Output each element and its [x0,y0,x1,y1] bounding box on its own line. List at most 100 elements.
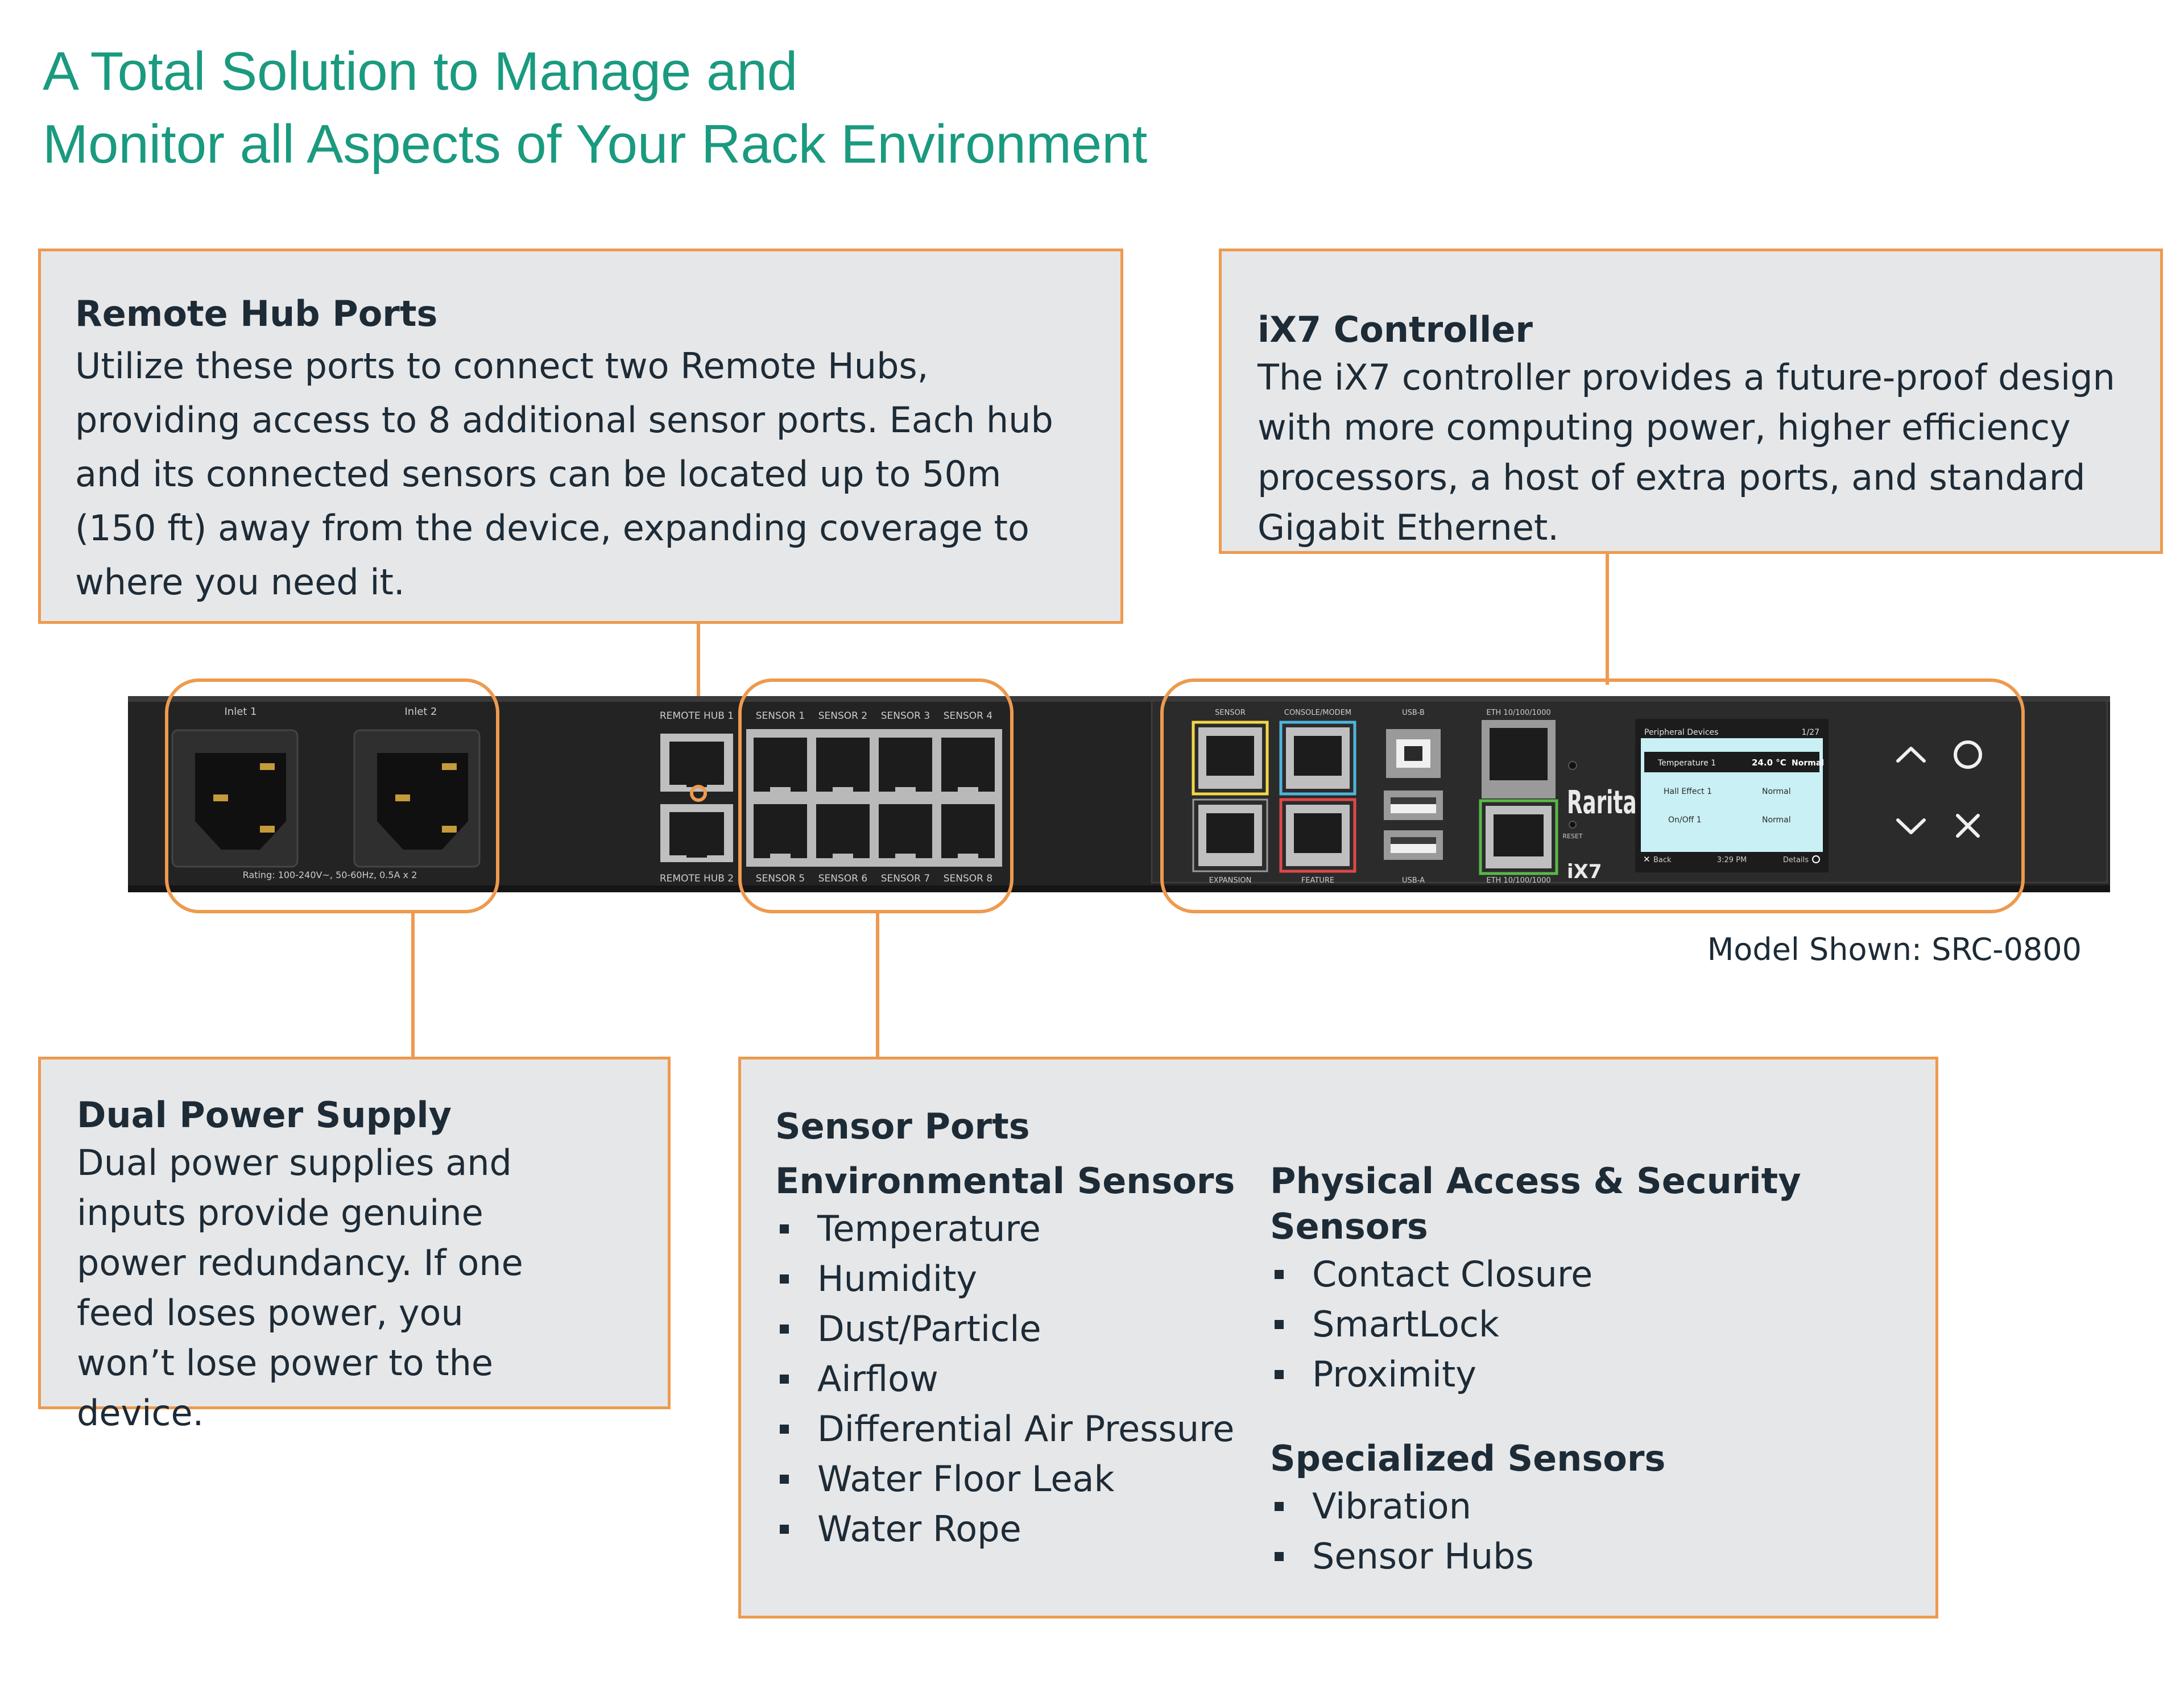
close-icon [1956,814,1980,838]
screen-row2-name: Hall Effect 1 [1664,787,1712,796]
environmental-heading: Environmental Sensors [775,1160,1235,1202]
sensor-6-label: SENSOR 6 [818,873,867,884]
port-usbb-label: USB-B [1402,709,1425,717]
list-item: SmartLock [1270,1299,1896,1350]
down-button[interactable] [1896,818,1926,834]
remote-hub-heading: Remote Hub Ports [75,293,438,334]
environmental-column: Environmental Sensors Temperature Humidi… [775,1158,1270,1582]
screen-header: Peripheral Devices [1644,728,1718,737]
list-item: Vibration [1270,1481,1896,1532]
feature-port [1279,798,1356,873]
usb-a-port-2 [1384,830,1443,860]
port-sensor-label: SENSOR [1215,709,1246,717]
controller-heading: iX7 Controller [1258,309,1533,350]
remote-hub-description: Utilize these ports to connect two Remot… [75,345,1053,603]
eth-port-2 [1479,799,1558,875]
model-label: Model Shown: SRC-0800 [1707,932,2082,967]
physical-list: Contact Closure SmartLock Proximity [1270,1249,1896,1400]
usb-a-port-1 [1384,790,1443,820]
chevron-up-icon [1896,747,1926,763]
expansion-port [1192,798,1268,872]
sensor-4-label: SENSOR 4 [944,710,992,722]
power-connector [411,913,415,1058]
list-item: Water Rope [775,1504,1270,1554]
lcd-screen: Peripheral Devices 1/27 Temperature 1 24… [1635,719,1829,872]
screen-page: 1/27 [1802,728,1819,737]
power-description: Dual power supplies and inputs provide g… [77,1142,523,1434]
port-eth1-label: ETH 10/100/1000 [1486,709,1550,717]
reset-label: RESET [1562,833,1583,840]
screen-row3-name: On/Off 1 [1668,816,1702,825]
sensor-port-6 [816,804,870,860]
specialized-heading: Specialized Sensors [1270,1438,1666,1479]
page-title-line-2: Monitor all Aspects of Your Rack Environ… [43,114,1148,175]
list-item: Water Floor Leak [775,1454,1270,1504]
screen-row3-state: Normal [1762,816,1791,825]
sensor-port-5 [754,804,807,860]
specialized-list: Vibration Sensor Hubs [1270,1481,1896,1582]
list-item: Proximity [1270,1350,1896,1400]
screen-footer-circle-icon [1812,855,1820,863]
remote-hub-callout-dot [690,785,707,802]
ix7-logo: iX7 [1567,860,1602,883]
page-title: A Total Solution to Manage and Monitor a… [43,35,1147,181]
sensor-callout-circle [738,678,1014,913]
remote-hub-1-label: REMOTE HUB 1 [660,710,734,722]
status-led [1568,761,1577,770]
remote-hub-port-1 [660,734,733,792]
sensor-3-label: SENSOR 3 [881,710,930,722]
reset-button[interactable] [1569,821,1577,829]
list-item: Temperature [775,1204,1270,1254]
list-item: Humidity [775,1254,1270,1304]
controller-callout: iX7 Controller The iX7 controller provid… [1219,249,2163,554]
port-usba-label: USB-A [1402,876,1425,885]
rating-label: Rating: 100-240V~, 50-60Hz, 0.5A x 2 [243,870,417,880]
list-item: Sensor Hubs [1270,1532,1896,1582]
inlet-2 [353,729,481,868]
page-title-line-1: A Total Solution to Manage and [43,41,798,102]
circle-icon [1954,740,1982,769]
controller-callout-circle [1160,678,2025,913]
usb-b-port [1386,729,1441,778]
ok-button[interactable] [1954,740,1982,769]
sensor-2-label: SENSOR 2 [818,710,867,722]
up-button[interactable] [1896,747,1926,763]
remote-hub-port-2 [660,804,733,862]
power-callout-circle [165,678,499,913]
port-feature-label: FEATURE [1301,876,1334,885]
controller-sensor-port [1192,721,1269,796]
sensor-port-4 [941,738,995,794]
sensor-port-2 [816,738,870,794]
screen-footer-details: Details [1783,856,1809,864]
sensor-port-3 [879,738,932,794]
sensor-port-7 [879,804,932,860]
list-item: Differential Air Pressure [775,1404,1270,1454]
inlet-1 [171,729,299,868]
sensor-7-label: SENSOR 7 [881,873,930,884]
inlet-1-label: Inlet 1 [224,706,257,718]
remote-hub-callout: Remote Hub Ports Utilize these ports to … [38,249,1123,624]
console-modem-port [1279,721,1356,796]
screen-row1-state: Normal [1792,759,1824,768]
power-heading: Dual Power Supply [77,1094,452,1136]
eth-port-1 [1482,720,1556,798]
list-item: Airflow [775,1354,1270,1404]
controller-connector [1606,553,1609,685]
chevron-down-icon [1896,818,1926,834]
inlet-2-label: Inlet 2 [404,706,437,718]
port-console-label: CONSOLE/MODEM [1284,709,1351,717]
remote-hub-2-label: REMOTE HUB 2 [660,873,734,884]
list-item: Contact Closure [1270,1249,1896,1299]
screen-footer-time: 3:29 PM [1717,856,1747,864]
physical-heading: Physical Access & Security Sensors [1270,1160,1801,1247]
cancel-button[interactable] [1956,814,1980,838]
screen-footer-close-icon: ✕ [1643,854,1651,864]
sensor-1-label: SENSOR 1 [756,710,805,722]
sensor-port-8 [941,804,995,860]
screen-row1-name: Temperature 1 [1657,759,1716,768]
screen-footer-back: Back [1653,856,1672,864]
security-column: Physical Access & Security Sensors Conta… [1270,1158,1896,1582]
sensor-ports-heading: Sensor Ports [775,1106,1030,1147]
port-expansion-label: EXPANSION [1209,876,1252,885]
sensor-connector [876,913,879,1058]
